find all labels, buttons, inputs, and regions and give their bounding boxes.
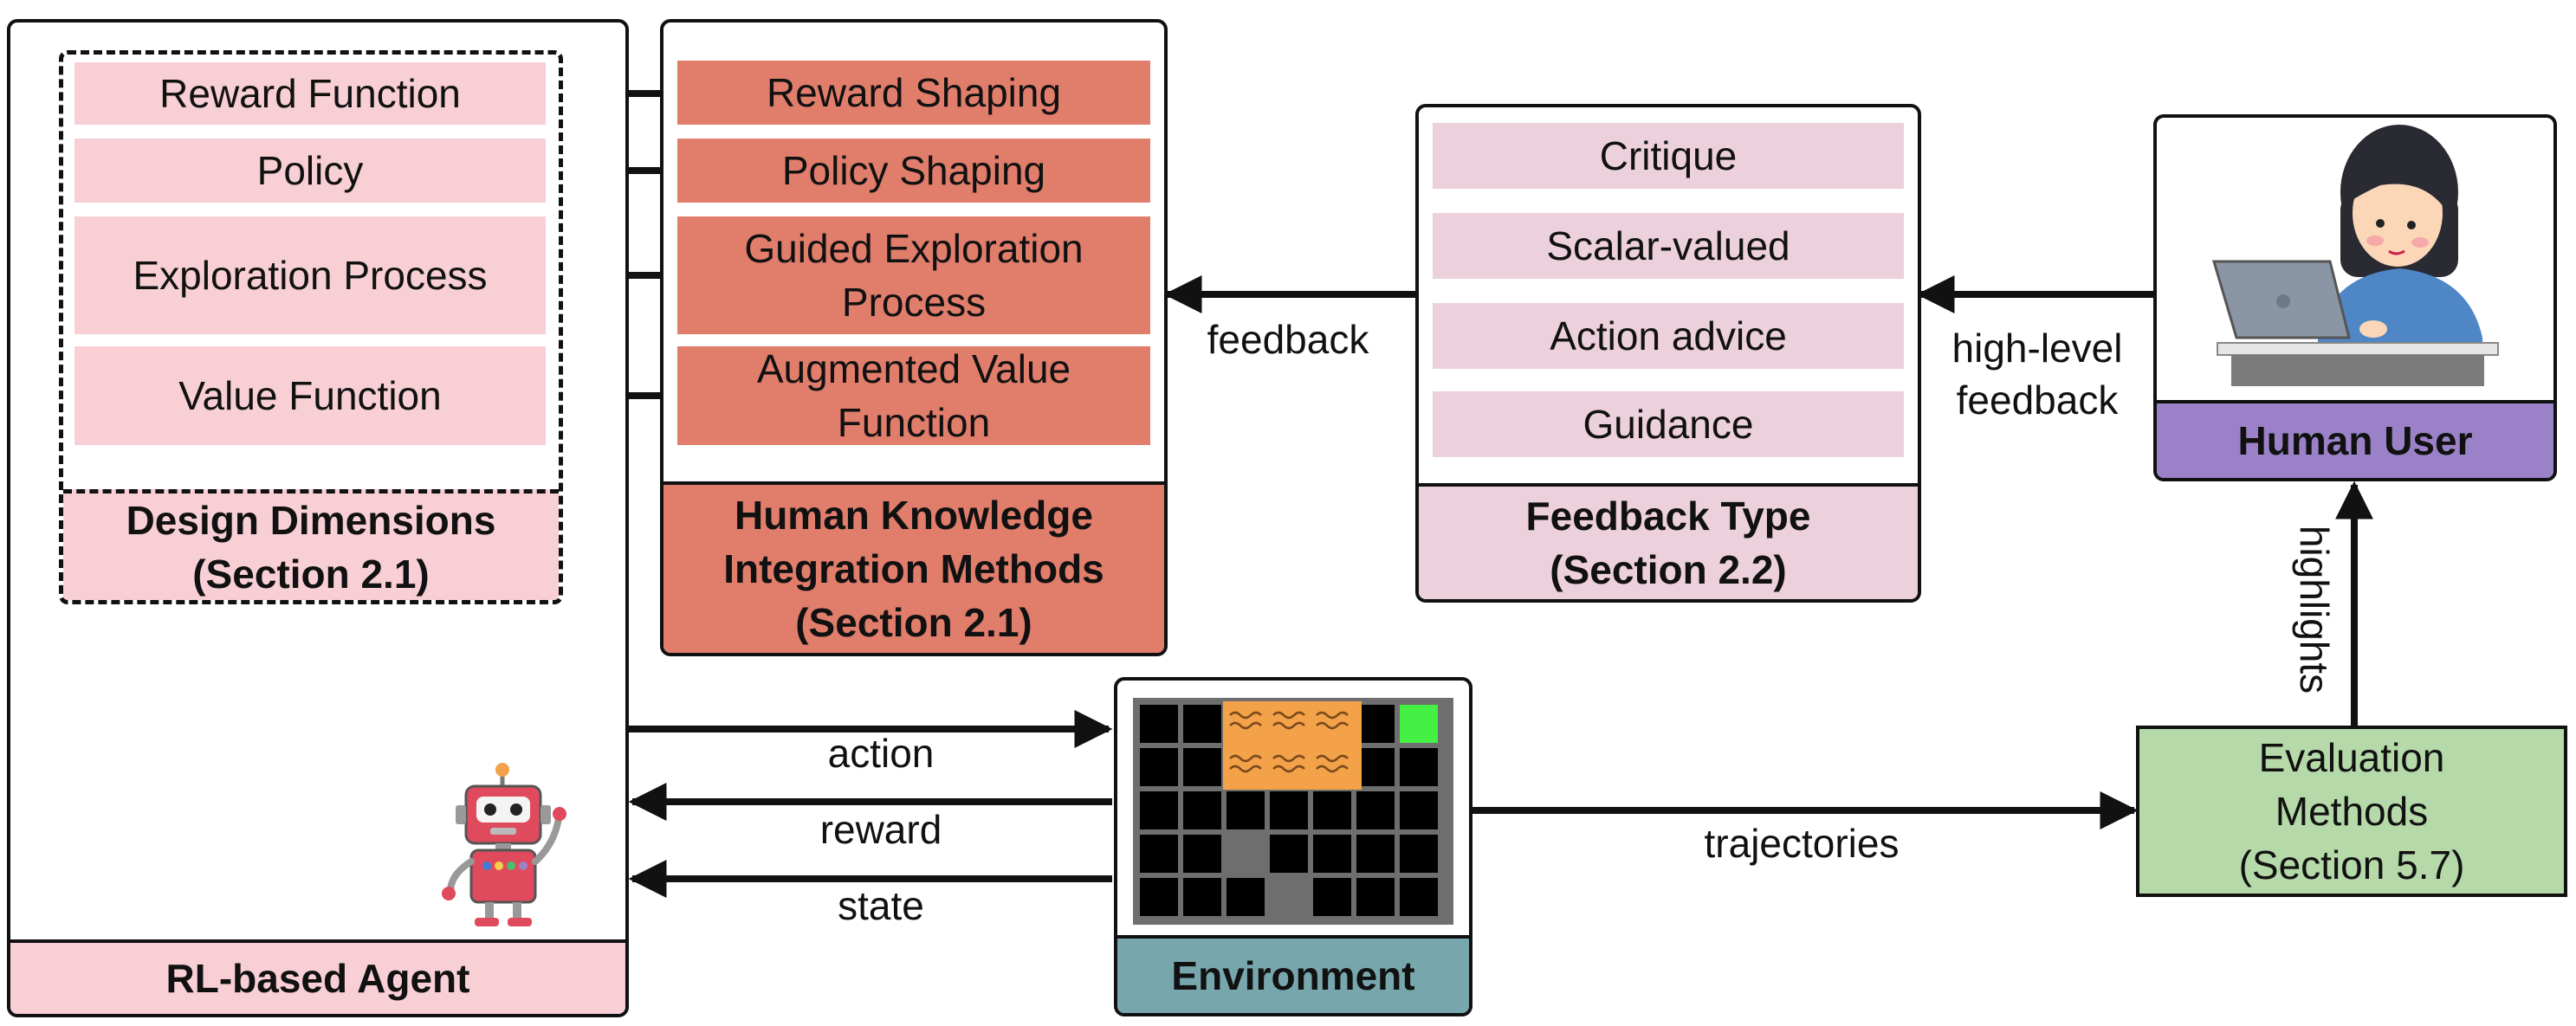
integration-policy-shaping: Policy Shaping — [677, 139, 1150, 203]
feedback-critique: Critique — [1433, 123, 1904, 189]
evaluation-box — [2136, 726, 2567, 897]
feedback-type-title: Feedback Type (Section 2.2) — [1419, 483, 1918, 599]
design-exploration-process: Exploration Process — [74, 216, 546, 334]
feedback-scalar-valued: Scalar-valued — [1433, 213, 1904, 279]
environment-grid — [1133, 698, 1453, 925]
design-value-function: Value Function — [74, 346, 546, 445]
integration-box: Human Knowledge Integration Methods (Sec… — [660, 19, 1168, 656]
label-highlights: highlights — [2292, 525, 2337, 694]
design-dimensions-title: Design Dimensions (Section 2.1) — [126, 498, 496, 597]
goal-cell — [1400, 705, 1438, 743]
design-dimensions-footer — [63, 489, 559, 600]
integration-title: Human Knowledge Integration Methods (Sec… — [663, 481, 1164, 653]
label-feedback: feedback — [1207, 317, 1369, 362]
environment-title: Environment — [1117, 935, 1469, 1013]
label-state: state — [838, 883, 924, 928]
human-user-title: Human User — [2157, 400, 2553, 478]
agent-title: RL-based Agent — [10, 939, 625, 1014]
feedback-guidance: Guidance — [1433, 391, 1904, 457]
label-high-level-feedback: high-level feedback — [1951, 326, 2123, 423]
design-reward-function: Reward Function — [74, 62, 546, 125]
integration-augmented-value: Augmented Value Function — [677, 346, 1150, 445]
integration-guided-exploration: Guided Exploration Process — [677, 216, 1150, 334]
label-action: action — [827, 731, 935, 776]
label-trajectories: trajectories — [1704, 821, 1900, 866]
design-policy: Policy — [74, 139, 546, 203]
integration-reward-shaping: Reward Shaping — [677, 61, 1150, 125]
evaluation-title: Evaluation Methods (Section 5.7) — [2238, 735, 2465, 887]
feedback-action-advice: Action advice — [1433, 303, 1904, 369]
design-dimensions-group — [59, 50, 563, 604]
label-reward: reward — [819, 807, 942, 852]
